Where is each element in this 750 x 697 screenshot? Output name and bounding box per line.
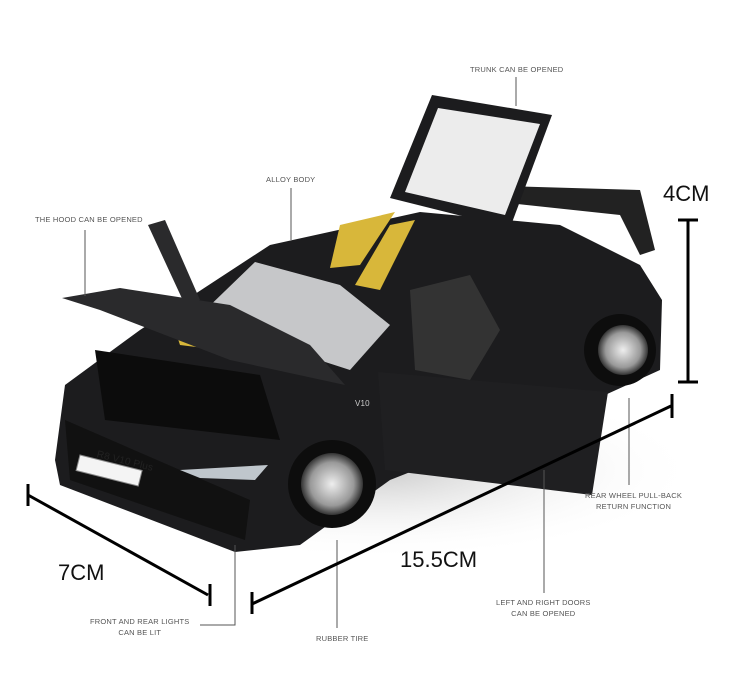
open-hood <box>62 288 345 385</box>
headlight <box>180 465 268 480</box>
callout-tire: RUBBER TIRE <box>316 634 369 643</box>
front-grille <box>65 420 250 540</box>
front-trunk <box>95 350 280 440</box>
callout-rear-wheel: REAR WHEEL PULL-BACK RETURN FUNCTION <box>585 490 682 512</box>
callout-doors: LEFT AND RIGHT DOORS CAN BE OPENED <box>496 597 591 619</box>
callout-doors-line1: LEFT AND RIGHT DOORS <box>496 598 591 607</box>
dimension-length: 15.5CM <box>400 547 478 572</box>
roof-stripe <box>355 220 415 290</box>
callout-hood: THE HOOD CAN BE OPENED <box>35 215 143 224</box>
dimension-width: 7CM <box>58 560 105 585</box>
rear-rim <box>598 325 648 375</box>
callout-lights-line2: CAN BE LIT <box>118 628 162 637</box>
callout-lights-line1: FRONT AND REAR LIGHTS <box>90 617 190 626</box>
callout-rear-wheel-line2: RETURN FUNCTION <box>596 502 672 511</box>
roof-stripe <box>330 212 395 268</box>
callout-lights: FRONT AND REAR LIGHTS CAN BE LIT <box>90 616 190 638</box>
callout-rear-wheel-line1: REAR WHEEL PULL-BACK <box>585 491 683 500</box>
callout-doors-line2: CAN BE OPENED <box>511 609 576 618</box>
front-rim <box>301 453 363 515</box>
dimension-lines <box>26 218 698 614</box>
windshield <box>195 262 390 370</box>
callout-alloy-body: ALLOY BODY <box>266 175 316 184</box>
left-door <box>148 220 200 305</box>
dimension-height: 4CM <box>663 181 710 206</box>
car-body <box>55 212 662 552</box>
callout-trunk: TRUNK CAN BE OPENED <box>470 65 564 74</box>
seat <box>410 275 500 380</box>
trunk-window <box>405 108 540 215</box>
callout-lines <box>84 77 630 628</box>
license-plate <box>75 454 143 487</box>
badge-text: V10 <box>355 399 370 408</box>
